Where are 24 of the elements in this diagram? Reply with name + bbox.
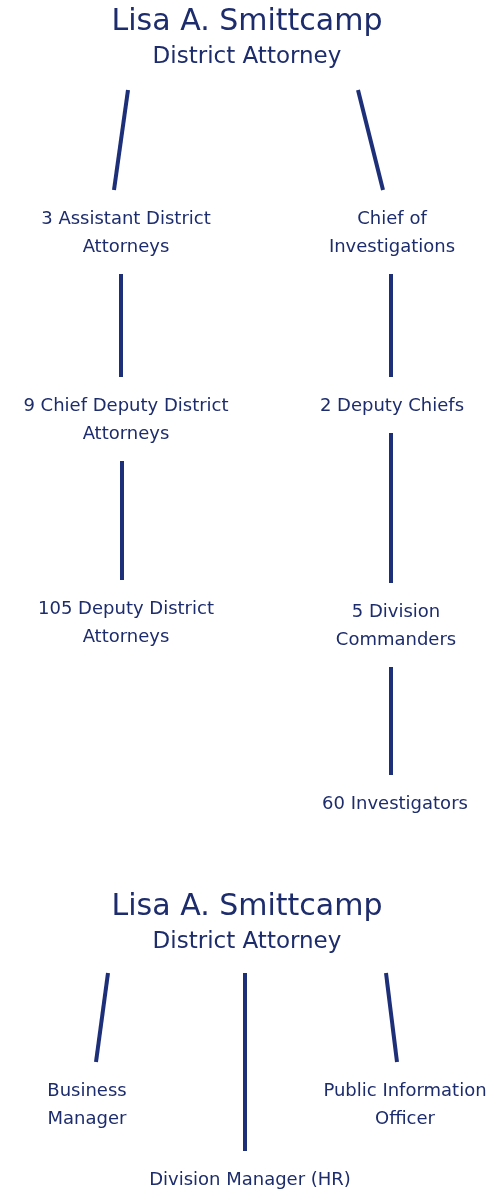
position-label: 9 Chief Deputy District Attorneys (22, 393, 230, 445)
connector-line (119, 274, 123, 377)
connector-line (389, 667, 393, 775)
connector-line (94, 972, 110, 1063)
connector-line (120, 461, 124, 580)
name-heading: Lisa A. Smittcamp (110, 1, 384, 39)
connector-line (384, 972, 399, 1063)
role-title: District Attorney (151, 41, 343, 70)
connector-line (112, 89, 130, 191)
position-label: Division Manager (HR) (148, 1167, 352, 1190)
role-title: District Attorney (151, 926, 343, 955)
connector-line (389, 274, 393, 377)
position-label: 105 Deputy District Attorneys (37, 596, 215, 648)
name-heading: Lisa A. Smittcamp (110, 886, 384, 924)
position-label: 2 Deputy Chiefs (318, 393, 466, 417)
position-label: 5 Division Commanders (334, 599, 458, 651)
connector-line (243, 973, 247, 1151)
position-label: Chief of Investigations (327, 206, 457, 258)
position-label: 3 Assistant District Attorneys (40, 206, 212, 258)
position-label: Business Manager (46, 1078, 128, 1130)
position-label: 60 Investigators (321, 791, 469, 815)
position-label: Public Information Officer (322, 1078, 488, 1130)
connector-line (389, 433, 393, 583)
connector-line (356, 89, 385, 191)
